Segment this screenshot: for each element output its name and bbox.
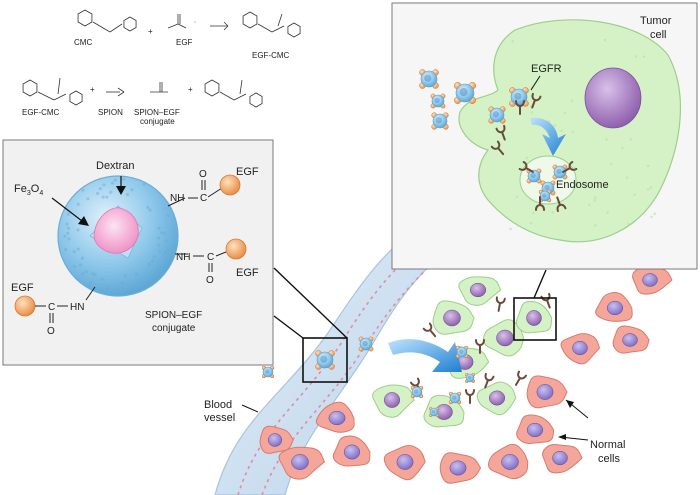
egf-bead-top [220,175,240,195]
uptake-panel: Tumor cell EGFR Endosome [392,3,697,269]
endosome-spion [527,169,541,183]
tumor-label-2: cell [650,29,667,41]
conjugate-caption-1: SPION–EGF [145,310,202,321]
normal-cell [543,445,582,473]
extravasation-arrow [388,339,462,372]
egfr-label: EGFR [531,63,562,75]
normal-cell [527,376,567,408]
normal-cell [440,453,480,483]
endosome-label: Endosome [556,179,609,191]
free-spion [419,69,438,88]
egfr-receptor [495,297,505,311]
plus-sign-2: + [90,85,95,94]
free-spion [431,94,445,108]
circulating-spion [429,407,439,417]
spion-label: SPION [98,108,123,117]
conjugate-panel: Dextran Fe3O4 NH C O EGF NH C O EGF EGF … [3,140,273,365]
plus-sign: + [148,27,153,36]
nh-top: NH [170,193,184,204]
nh-mid: NH [176,252,190,263]
egf-mid-label: EGF [236,267,259,279]
circulating-spion [456,346,468,358]
blood-vessel-label-1: Blood [204,399,232,411]
normal-cell [384,445,425,479]
free-spion [509,87,528,106]
normal-cell [333,436,370,466]
blood-vessel-label-2: vessel [204,412,235,424]
circulating-spion [411,386,423,398]
hn-left: HN [70,302,84,313]
normal-cells-label-2: cells [598,453,621,465]
normal-cell [633,267,672,294]
free-spion [432,113,449,130]
conjugate-caption-2: conjugate [152,323,196,334]
circulating-spion [465,373,475,383]
normal-cell [517,415,554,443]
circulating-spion [449,392,461,404]
o-top: O [199,169,207,180]
tumor-label-1: Tumor [640,15,672,27]
c-mid: C [207,252,214,263]
egf-bead-left [15,296,35,316]
normal-cell [613,326,649,353]
egf-bead-mid [226,239,246,259]
free-spion [489,107,506,124]
cmc-label: CMC [74,38,92,47]
normal-cell [596,293,633,322]
o-mid: O [206,275,214,286]
normal-cells-label-1: Normal [590,439,625,451]
egf-left-label: EGF [11,282,34,294]
normal-cell [488,444,527,478]
egf-cmc-label-2: EGF-CMC [22,108,60,117]
o-left: O [47,326,55,337]
product-line2: conjugate [140,117,175,126]
tumor-nucleus [585,68,641,128]
circulating-spion [315,350,334,369]
egfr-receptor [513,372,526,387]
c-left: C [48,302,55,313]
tumor-cell [433,301,474,334]
normal-cell [561,334,599,364]
egf-top-label: EGF [236,166,259,178]
product-line1: SPION–EGF [134,108,180,117]
egfr-receptor [466,390,474,403]
egf-cmc-label: EGF-CMC [252,51,290,60]
tumor-cell [373,385,415,417]
tumor-cell [459,277,501,305]
plus-sign-3: + [188,85,193,94]
egf-label: EGF [176,38,193,47]
free-spion [454,82,475,103]
dextran-label: Dextran [96,160,135,172]
c-top: C [200,193,207,204]
tumor-cell [477,382,516,415]
circulating-spion [359,337,373,351]
circulating-spion [262,366,274,378]
tumor-cell [516,301,551,333]
